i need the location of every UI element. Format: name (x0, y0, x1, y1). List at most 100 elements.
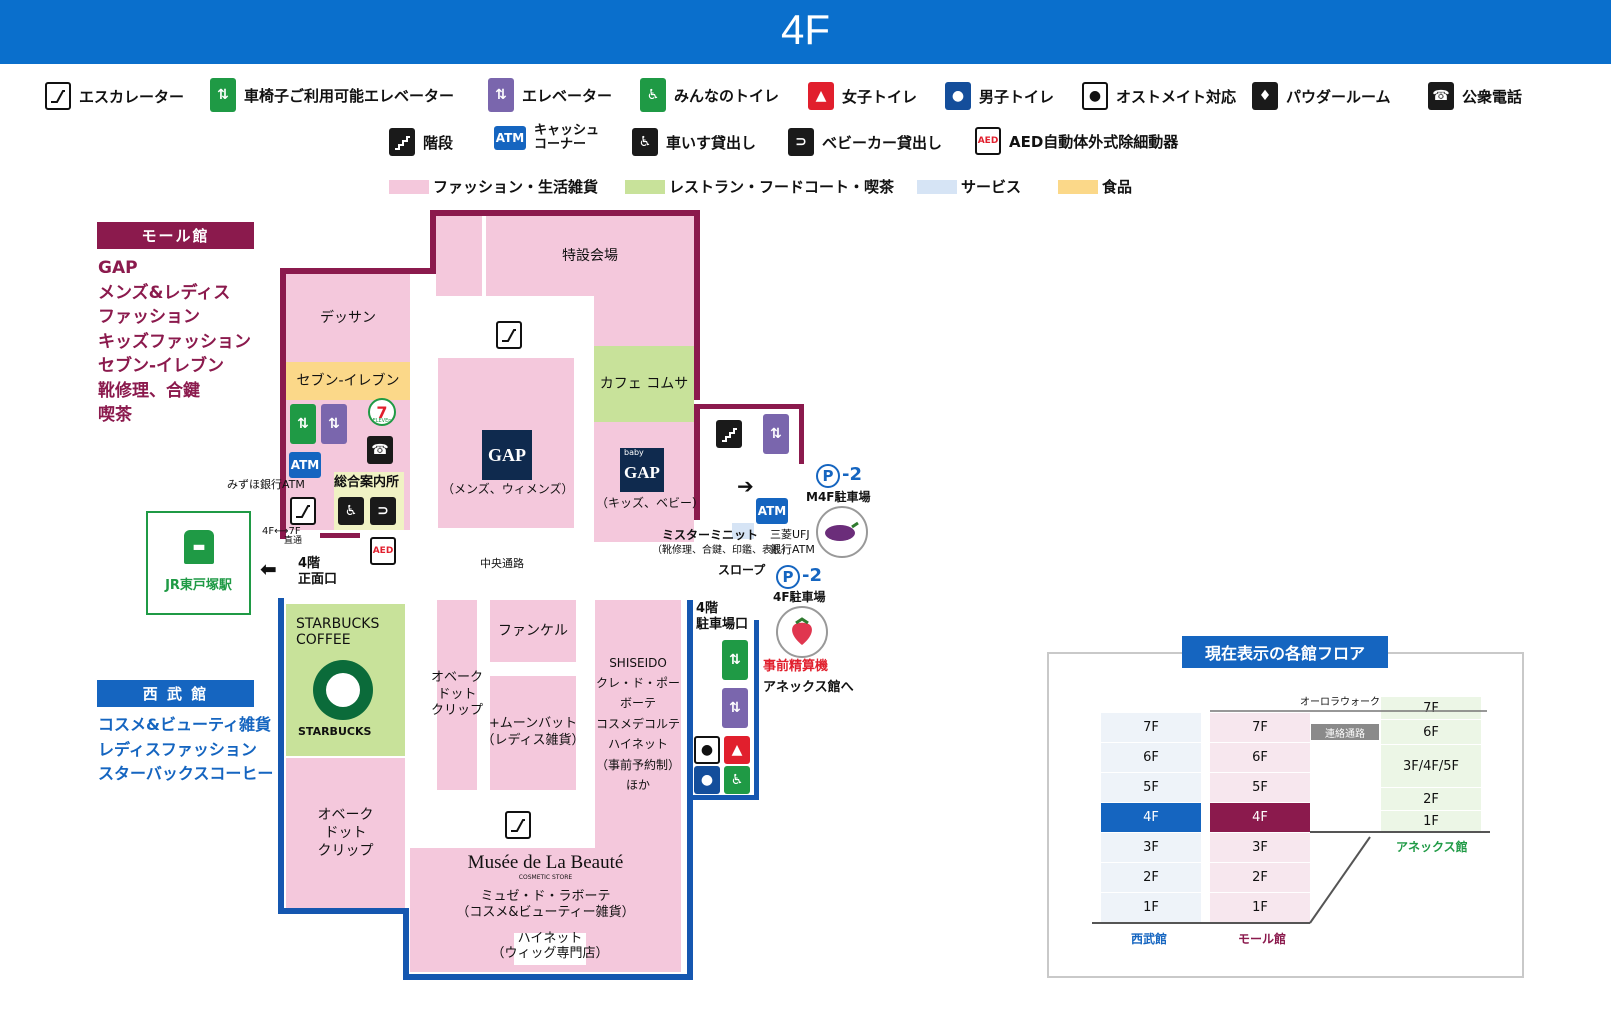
strawberry-icon (776, 606, 828, 658)
mall-wall (799, 404, 804, 464)
area-label: SHISEIDO クレ・ド・ポー ボーテ コスメデコルテ ハイネット （事前予約… (595, 655, 680, 792)
legend-label: 公衆電話 (1462, 87, 1523, 106)
floor-cell[interactable]: 7F (1101, 713, 1201, 742)
wheelchair-elevator-icon[interactable]: ⇅ (290, 404, 316, 444)
floor-cell[interactable]: 5F (1210, 773, 1310, 802)
wheelchair-elevator-icon[interactable]: ⇅ (722, 640, 748, 680)
mister-minit-label[interactable]: ミスターミニット (662, 528, 759, 542)
stairs-icon[interactable] (716, 420, 742, 448)
seibu-wall (754, 620, 759, 800)
floor-cell[interactable]: 1F (1210, 893, 1310, 922)
accessible-toilet-icon[interactable]: ♿ (724, 766, 750, 794)
stroller-rental-icon[interactable]: ⊃ (370, 497, 396, 525)
ostomate-icon: ● (1082, 82, 1108, 110)
eggplant-icon (816, 506, 868, 558)
legend-category-restaurant: レストラン・フードコート・喫茶 (625, 176, 894, 197)
floor-cell[interactable]: 2F (1101, 863, 1201, 892)
area-label: 特設会場 (562, 247, 618, 264)
area-fancl[interactable]: ファンケル (490, 600, 576, 662)
area-hinet[interactable] (512, 931, 588, 967)
phone-icon[interactable]: ☎ (367, 436, 393, 464)
atm-icon[interactable]: ATM (756, 498, 788, 524)
floor-cell[interactable]: 5F (1101, 773, 1201, 802)
seibu-box-list: コスメ&ビューティ雑貨 レディスファッション スターバックスコーヒー (98, 713, 273, 787)
mall-box-title: モール館 (97, 222, 254, 249)
starbucks-text: STARBUCKS COFFEE (296, 616, 380, 649)
annex-link[interactable]: アネックス館へ (763, 680, 854, 695)
area-dessan[interactable]: デッサン (286, 274, 410, 362)
legend-mens-toilet: ● 男子トイレ (945, 82, 1054, 110)
floor-cell[interactable]: 3F (1210, 833, 1310, 862)
legend-label: オストメイト対応 (1116, 87, 1237, 106)
floor-cell[interactable]: 6F (1210, 743, 1310, 772)
ostomate-icon[interactable]: ● (694, 736, 720, 764)
floor-cell[interactable]: 3F (1101, 833, 1201, 862)
wheelchair-rental-icon[interactable]: ♿ (338, 497, 364, 525)
area-oberk-large[interactable]: オベーク ドット クリップ (286, 758, 405, 908)
stairs-icon (389, 128, 415, 156)
seven-logo-text: ELEVEn (372, 418, 392, 424)
mister-minit-sub: （靴修理、合鍵、印鑑、表札） (652, 545, 792, 556)
atm-icon[interactable]: ATM (289, 452, 321, 478)
elevator-icon[interactable]: ⇅ (763, 414, 789, 454)
floor-cell[interactable]: 6F (1101, 743, 1201, 772)
legend-label: レストラン・フードコート・喫茶 (669, 178, 895, 196)
escalator-icon[interactable] (505, 811, 531, 839)
mens-toilet-icon[interactable]: ● (694, 766, 720, 794)
seibu-wall (403, 974, 693, 980)
area-cafe-comsa[interactable]: カフェ コムサ (594, 346, 694, 422)
floor-cell-current[interactable]: 4F (1210, 803, 1310, 832)
area-seven-eleven[interactable]: セブン-イレブン (286, 362, 410, 400)
legend-accessible-toilet: ♿ みんなのトイレ (640, 78, 779, 112)
womens-toilet-icon[interactable]: ▲ (724, 736, 750, 764)
mall-wall (430, 210, 700, 216)
parking-icon: P (816, 464, 840, 488)
floor-cell[interactable]: 3F/4F/5F (1381, 745, 1481, 787)
floor-cell[interactable]: 7F (1210, 713, 1310, 742)
area-special-venue[interactable]: 特設会場 (486, 216, 694, 296)
elevator-icon[interactable]: ⇅ (722, 688, 748, 728)
floor-cell-current[interactable]: 4F (1101, 803, 1201, 832)
legend-ostomate: ● オストメイト対応 (1082, 82, 1236, 110)
aed-icon[interactable]: AED (370, 537, 396, 565)
floor-cell[interactable]: 2F (1381, 788, 1481, 810)
seibu-item: スターバックスコーヒー (98, 764, 274, 783)
mall-floor-label: モール館 (1238, 932, 1287, 946)
babygap-small: baby (624, 448, 644, 457)
elevator-icon[interactable]: ⇅ (321, 404, 347, 444)
escalator-direct-icon[interactable] (290, 497, 316, 525)
seibu-wall (278, 598, 284, 914)
area-oberk-small[interactable]: オベーク ドット クリップ (431, 600, 483, 790)
parking-m4f-label[interactable]: M4F駐車場 (806, 490, 871, 504)
annex-floor-label: アネックス館 (1396, 840, 1468, 854)
parking-4f-label[interactable]: 4F駐車場 (773, 590, 826, 604)
floor-cell[interactable]: 1F (1101, 893, 1201, 922)
prepay-label: 事前精算機 (763, 659, 829, 674)
area-shiseido[interactable]: SHISEIDO クレ・ド・ポー ボーテ コスメデコルテ ハイネット （事前予約… (595, 600, 681, 848)
restaurant-swatch (625, 179, 665, 194)
floor-cell[interactable]: 1F (1381, 811, 1481, 831)
seibu-floor-label: 西武館 (1131, 932, 1168, 946)
hinet-label: ハイネット （ウィッグ専門店） (491, 931, 609, 961)
food-swatch (1058, 179, 1098, 194)
mens-toilet-icon: ● (945, 82, 971, 110)
floor-cell[interactable]: 6F (1381, 720, 1481, 744)
area-moonbat[interactable]: +ムーンバット （レディス雑貨） (481, 676, 585, 790)
legend-escalator: エスカレーター (45, 82, 184, 110)
jr-station-label: JR東戸塚駅 (165, 578, 232, 593)
mizuho-atm-label: みずほ銀行ATM (227, 478, 305, 491)
legend-phone: ☎ 公衆電話 (1428, 82, 1522, 110)
legend-category-fashion: ファッション・生活雑貨 (389, 176, 598, 197)
starbucks-logo (313, 660, 373, 720)
legend-label: 女子トイレ (842, 87, 918, 106)
escalator-icon[interactable] (496, 321, 522, 349)
legend-aed: AED AED自動体外式除細動器 (975, 127, 1178, 155)
mall-wall (430, 210, 436, 274)
arrow-left-icon: ⬅ (260, 557, 277, 581)
legend-label: 階段 (423, 133, 454, 152)
floor-cell[interactable]: 2F (1210, 863, 1310, 892)
legend-wheelchair-rental: ♿ 車いす貸出し (632, 128, 756, 156)
area-fashion-block (436, 216, 482, 296)
powder-room-icon: ♦ (1252, 82, 1278, 110)
babygap-logo: GAP (620, 448, 664, 492)
